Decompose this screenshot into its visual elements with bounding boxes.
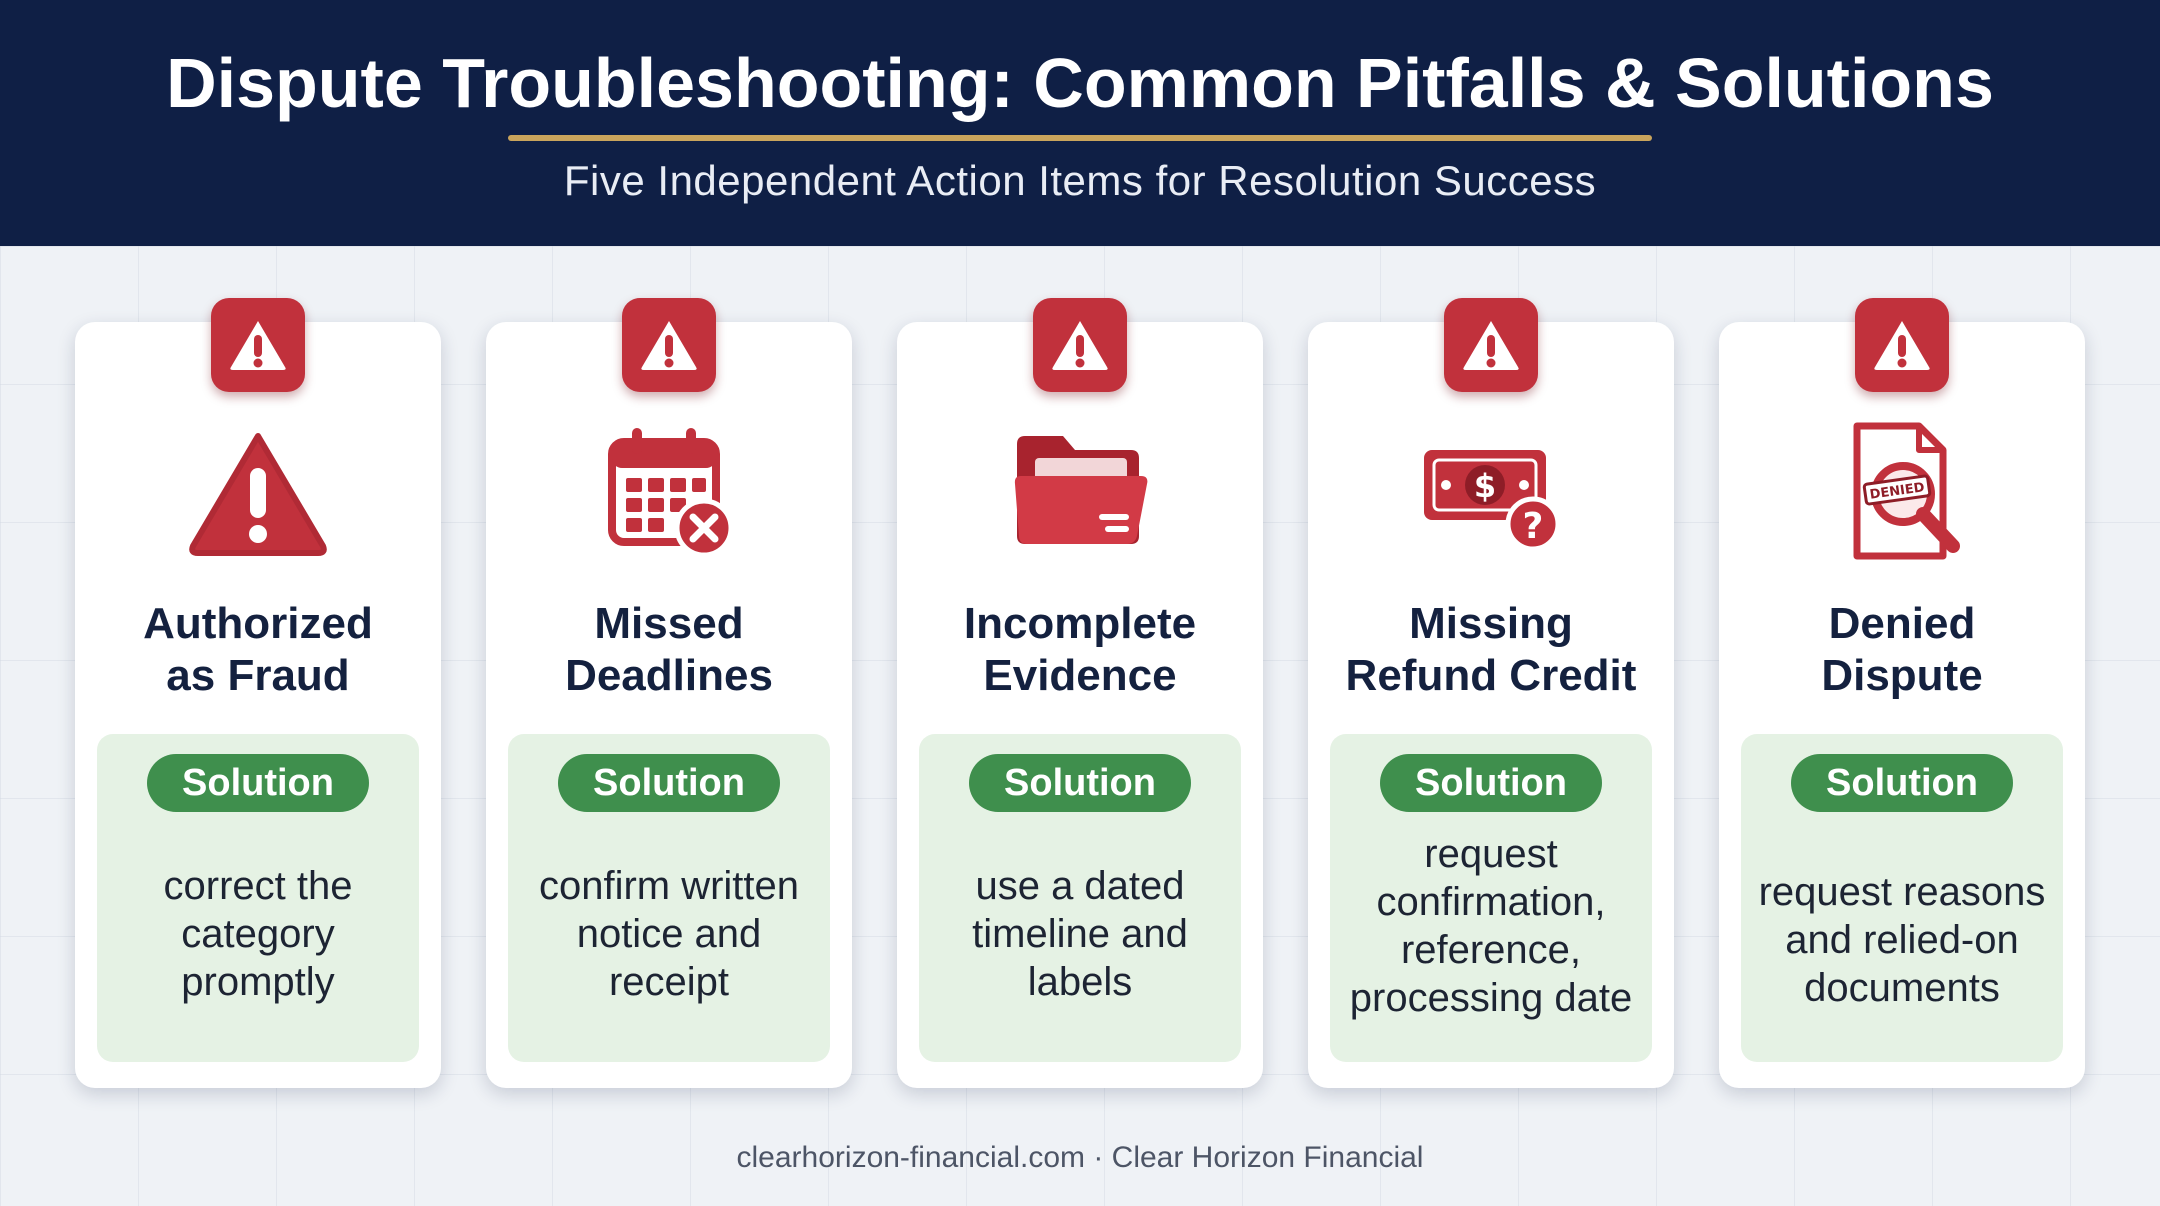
calendar-x-icon	[594, 422, 744, 562]
solution-text: correct the category promptly	[163, 864, 353, 1004]
pitfall-card-missed-deadlines: Missed Deadlines Solution confirm writte…	[486, 322, 852, 1088]
solution-box: Solution confirm written notice and rece…	[508, 734, 830, 1062]
solution-box: Solution use a dated timeline and labels	[919, 734, 1241, 1062]
alert-badge-icon	[622, 298, 716, 392]
solution-label: Solution	[1791, 754, 2013, 812]
alert-badge-icon	[1444, 298, 1538, 392]
card-title: Incomplete Evidence	[963, 599, 1197, 700]
pitfall-card-denied-dispute: DENIED Denied Dispute Solution request r…	[1719, 322, 2085, 1088]
solution-text: use a dated timeline and labels	[972, 864, 1188, 1004]
warning-triangle-icon	[183, 422, 333, 562]
money-question-icon: $ ?	[1416, 422, 1566, 562]
solution-label: Solution	[969, 754, 1191, 812]
pitfall-card-incomplete-evidence: Incomplete Evidence Solution use a dated…	[897, 322, 1263, 1088]
folder-icon	[1005, 422, 1155, 562]
solution-box: Solution request reasons and relied-on d…	[1741, 734, 2063, 1062]
card-title: Missed Deadlines	[565, 599, 773, 700]
card-title: Authorized as Fraud	[143, 599, 373, 700]
solution-box: Solution correct the category promptly	[97, 734, 419, 1062]
card-title: Denied Dispute	[1821, 599, 1983, 700]
solution-text: request reasons and relied-on documents	[1758, 870, 2046, 1010]
solution-label: Solution	[1380, 754, 1602, 812]
solution-text: confirm written notice and receipt	[538, 864, 800, 1004]
solution-box: Solution request confirmation, reference…	[1330, 734, 1652, 1062]
solution-label: Solution	[147, 754, 369, 812]
alert-badge-icon	[1033, 298, 1127, 392]
page-title: Dispute Troubleshooting: Common Pitfalls…	[166, 44, 1994, 122]
solution-text: request confirmation, reference, process…	[1349, 832, 1633, 1020]
solution-label: Solution	[558, 754, 780, 812]
denied-document-icon: DENIED	[1827, 422, 1977, 562]
svg-text:$: $	[1474, 467, 1496, 505]
header-banner: Dispute Troubleshooting: Common Pitfalls…	[0, 0, 2160, 246]
card-title: Missing Refund Credit	[1345, 599, 1637, 700]
alert-badge-icon	[1855, 298, 1949, 392]
pitfall-card-missing-refund-credit: $ ? Missing Refund Credit Solution reque…	[1308, 322, 1674, 1088]
footer-credit: clearhorizon-financial.com · Clear Horiz…	[736, 1141, 1424, 1174]
svg-text:?: ?	[1523, 506, 1544, 547]
title-divider	[508, 135, 1652, 141]
alert-badge-icon	[211, 298, 305, 392]
page-subtitle: Five Independent Action Items for Resolu…	[563, 157, 1597, 204]
pitfall-card-authorized-as-fraud: Authorized as Fraud Solution correct the…	[75, 322, 441, 1088]
